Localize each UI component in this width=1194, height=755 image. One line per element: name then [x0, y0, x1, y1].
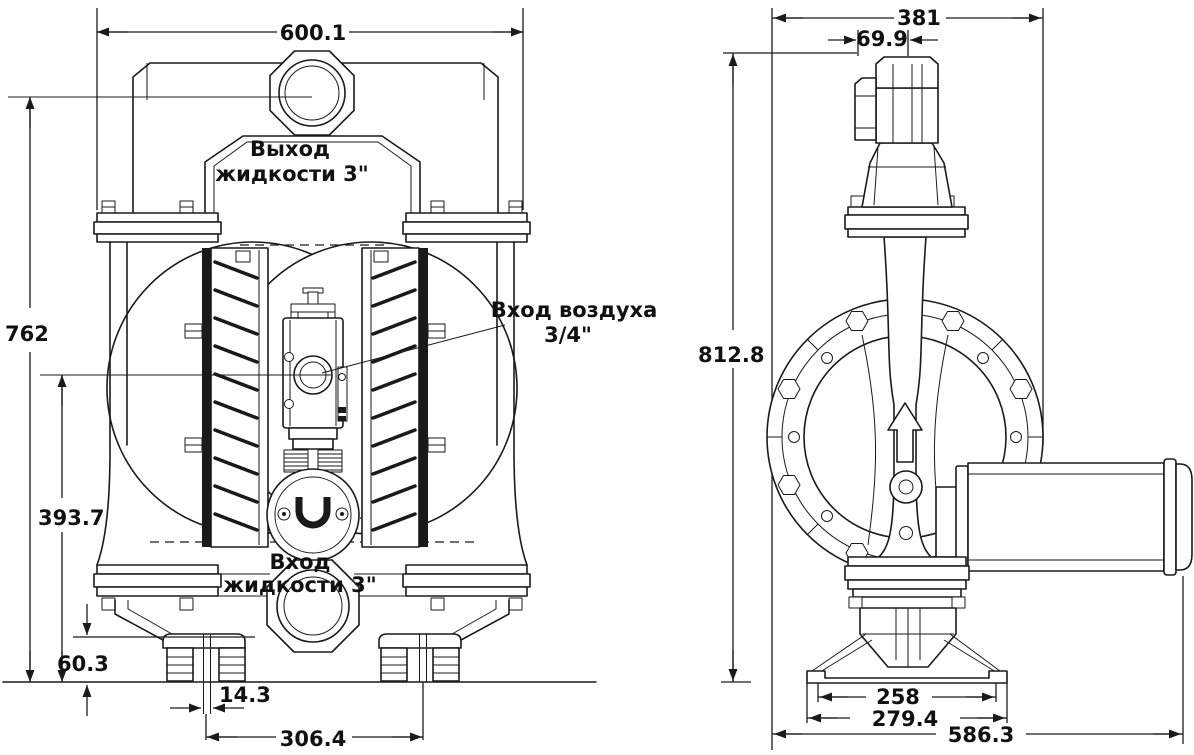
- foot-right: [378, 633, 462, 682]
- dim-foot-pin-width: 14.3: [219, 683, 271, 707]
- dim-base-width-inner: 258: [876, 685, 920, 709]
- muffler-front: [266, 468, 360, 562]
- label-air-line1: Вход воздуха: [491, 298, 658, 322]
- dim-outlet-offset: 69.9: [856, 27, 908, 51]
- clamp-band-right: [361, 247, 446, 548]
- outlet-port: [269, 50, 355, 136]
- dim-body-depth: 381: [897, 6, 941, 30]
- dim-overall-width: 600.1: [280, 21, 346, 45]
- label-outlet-line2: жидкости 3": [215, 162, 368, 186]
- inlet-port: [266, 559, 360, 653]
- outlet-manifold: [132, 62, 499, 213]
- dim-air-center-height: 393.7: [38, 506, 104, 530]
- center-column: [877, 236, 933, 559]
- air-valve: [282, 287, 348, 450]
- dim-overall-height: 762: [5, 322, 49, 346]
- base-plate: [806, 670, 1008, 684]
- front-view: 600.1 762 393.7 60.3 14.3 306.4 Выход жи…: [2, 8, 658, 751]
- label-air-line2: 3/4": [544, 323, 592, 347]
- upper-flanges: [93, 200, 531, 243]
- dim-base-width-outer: 279.4: [872, 707, 938, 731]
- dim-overall-depth: 586.3: [948, 723, 1014, 747]
- label-outlet-line1: Выход: [250, 137, 330, 161]
- manifold-risers: [96, 239, 528, 566]
- air-label-leader: [321, 324, 506, 374]
- label-inlet-line1: Вход: [270, 550, 331, 574]
- inlet-manifold: [93, 559, 531, 653]
- dim-side-overall-height: 812.8: [698, 343, 764, 367]
- outlet-pipe: [844, 56, 969, 238]
- side-view: 381 69.9 812.8 258 279.4 586.3: [698, 6, 1193, 750]
- clamp-band-left: [184, 247, 269, 548]
- muffler-side: [935, 458, 1193, 576]
- dim-base-height: 60.3: [57, 652, 109, 676]
- base-assembly: [806, 556, 1008, 684]
- dim-foot-spacing: 306.4: [280, 727, 346, 751]
- front-dimensions: [25, 8, 524, 742]
- label-inlet-line2: жидкости 3": [223, 573, 376, 597]
- flow-arrow: [887, 402, 923, 463]
- side-dimensions: [721, 13, 1184, 744]
